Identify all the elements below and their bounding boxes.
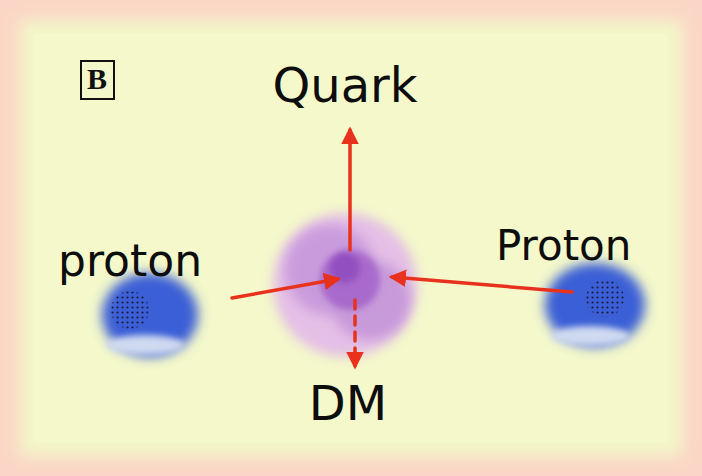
panel-letter: B — [87, 62, 108, 96]
particle-label: Proton — [496, 222, 631, 270]
background-panel — [34, 34, 668, 442]
incoming-arrow — [232, 279, 338, 298]
particle-label: proton — [58, 236, 202, 287]
proton-blob — [545, 263, 645, 347]
incoming-arrow — [392, 277, 572, 292]
particle-label: Quark — [272, 58, 417, 113]
collision-cloud — [273, 213, 417, 357]
particle-label: DM — [309, 376, 387, 431]
outgoing-arrow — [348, 130, 352, 250]
background-panel — [20, 20, 682, 456]
panel-letter-box: B — [80, 60, 115, 100]
dashed-arrow — [353, 300, 357, 366]
